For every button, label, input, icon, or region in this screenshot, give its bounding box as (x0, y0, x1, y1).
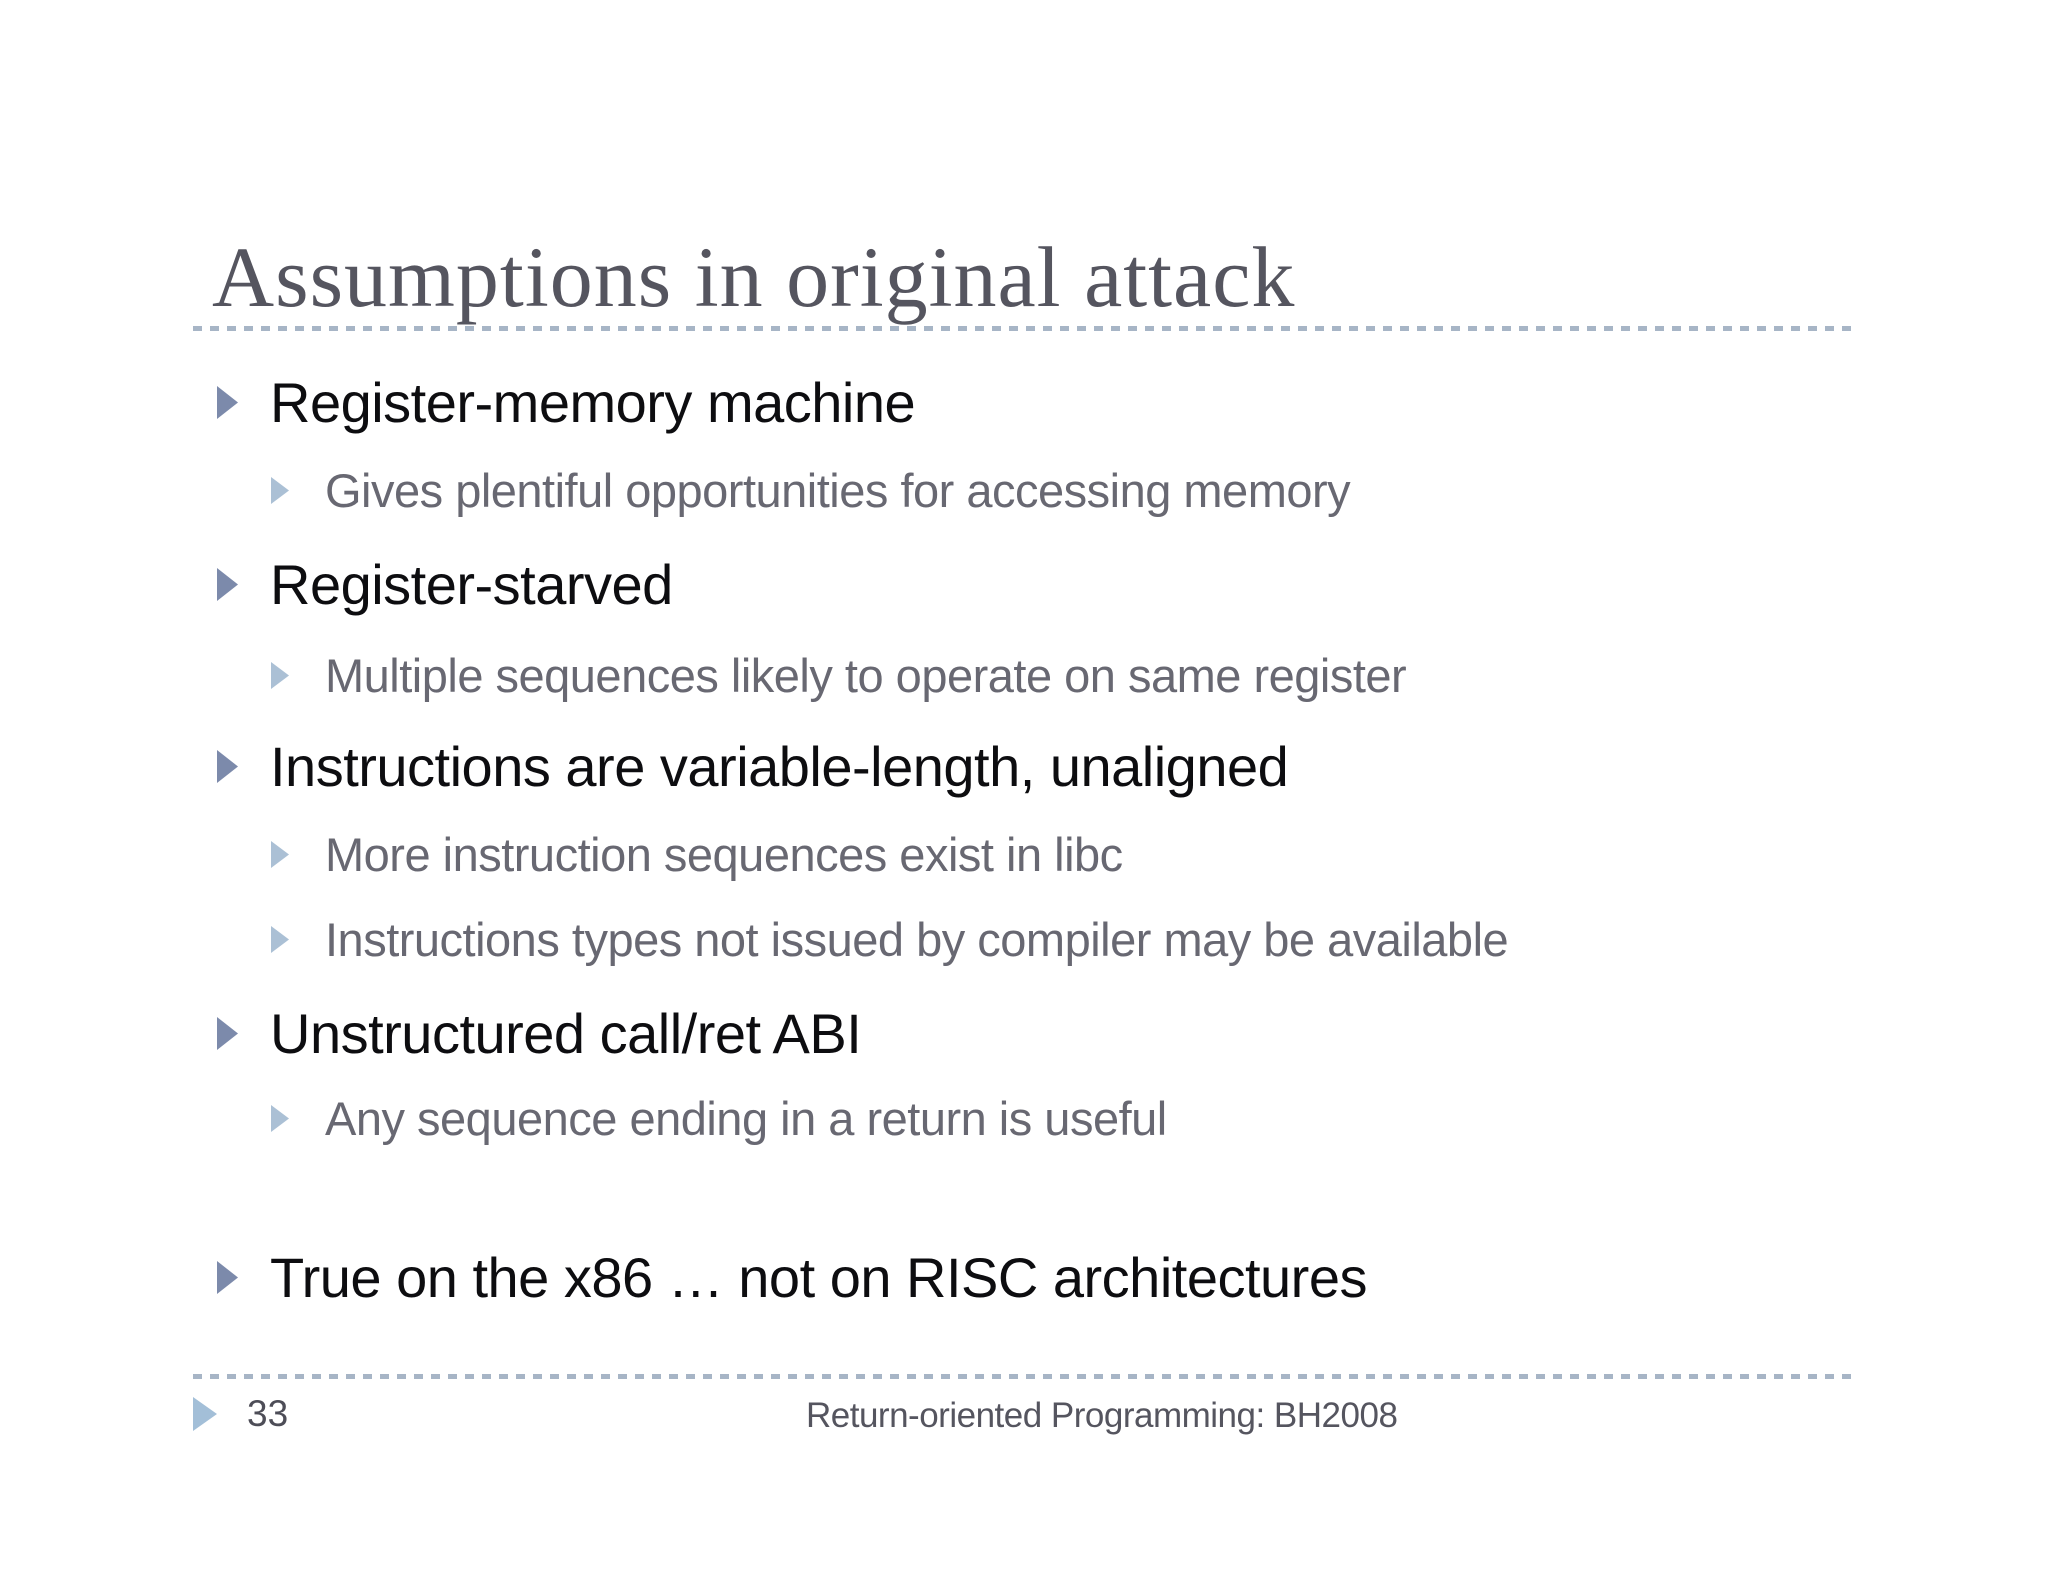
list-item: Multiple sequences likely to operate on … (217, 647, 1917, 703)
bullet-arrow-icon (217, 749, 238, 783)
bullet-text: Register-starved (270, 552, 673, 616)
list-item: Unstructured call/ret ABI (217, 1001, 1917, 1065)
bullet-text: Instructions are variable-length, unalig… (270, 734, 1289, 798)
bullet-arrow-icon (217, 567, 238, 601)
bullet-text: Unstructured call/ret ABI (270, 1001, 862, 1065)
list-item: Instructions are variable-length, unalig… (217, 734, 1917, 798)
bullet-text: Any sequence ending in a return is usefu… (325, 1091, 1167, 1145)
list-item: Instructions types not issued by compile… (217, 911, 1917, 967)
bullet-arrow-icon (217, 385, 238, 419)
bullet-text: Register-memory machine (270, 370, 916, 434)
footer-deck-title: Return-oriented Programming: BH2008 (806, 1396, 1398, 1435)
list-item: Register-memory machine (217, 370, 1917, 434)
list-item: More instruction sequences exist in libc (217, 826, 1917, 882)
list-item: True on the x86 … not on RISC architectu… (217, 1245, 1917, 1309)
bullet-text: More instruction sequences exist in libc (325, 827, 1123, 881)
footer-arrow-icon (193, 1397, 217, 1431)
list-item: Register-starved (217, 552, 1917, 616)
bullet-text: Instructions types not issued by compile… (325, 912, 1509, 966)
list-item: Any sequence ending in a return is usefu… (217, 1090, 1917, 1146)
bullet-arrow-icon (271, 476, 289, 504)
bullet-arrow-icon (271, 840, 289, 868)
bullet-arrow-icon (217, 1016, 238, 1050)
bullet-text: Gives plentiful opportunities for access… (325, 463, 1351, 517)
list-item: Gives plentiful opportunities for access… (217, 462, 1917, 518)
bullet-text: True on the x86 … not on RISC architectu… (270, 1245, 1367, 1309)
bullet-list: Register-memory machine Gives plentiful … (217, 370, 1917, 1309)
title-divider-dashed-line (193, 326, 1853, 331)
bullet-text: Multiple sequences likely to operate on … (325, 648, 1407, 702)
bullet-arrow-icon (271, 1104, 289, 1132)
bullet-arrow-icon (271, 661, 289, 689)
bullet-arrow-icon (271, 925, 289, 953)
slide-title: Assumptions in original attack (212, 229, 1296, 325)
footer-divider-dashed-line (193, 1374, 1853, 1379)
slide-page-number: 33 (247, 1393, 289, 1434)
bullet-arrow-icon (217, 1260, 238, 1294)
